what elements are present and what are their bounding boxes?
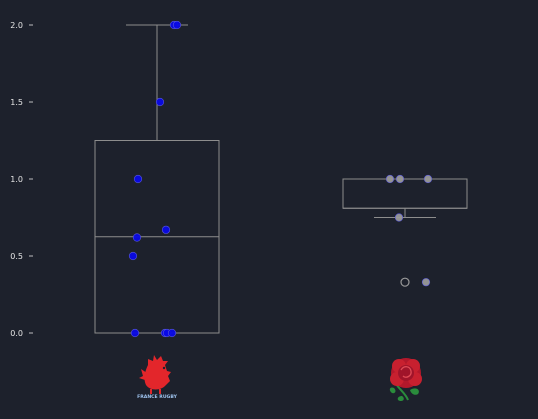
y-axis: 0.0 0.5 1.0 1.5 2.0 xyxy=(10,21,33,338)
team-logos: FRANCE RUGBY xyxy=(137,355,422,401)
y-tick-label: 1.0 xyxy=(10,175,23,184)
data-point xyxy=(395,174,405,184)
data-point xyxy=(155,97,165,107)
box-plot-area xyxy=(94,20,468,338)
data-point xyxy=(132,233,142,242)
y-tick-label: 0.5 xyxy=(10,252,23,261)
iqr-box xyxy=(342,178,468,209)
england-rose-logo xyxy=(389,358,422,401)
box-group-england xyxy=(342,174,468,287)
france-rugby-rooster-logo: FRANCE RUGBY xyxy=(137,355,178,400)
y-tick-label: 1.5 xyxy=(10,98,23,107)
box-group-france xyxy=(94,20,220,338)
outlier-marker xyxy=(400,277,410,287)
data-point xyxy=(172,20,182,30)
data-point xyxy=(394,213,404,222)
france-logo-text: FRANCE RUGBY xyxy=(137,394,177,400)
data-point xyxy=(167,328,177,338)
y-tick-label: 0.0 xyxy=(10,329,23,338)
data-point xyxy=(128,251,138,261)
data-point xyxy=(421,278,431,287)
data-point xyxy=(385,174,395,184)
data-point xyxy=(130,328,140,338)
y-tick-label: 2.0 xyxy=(10,21,23,30)
data-point xyxy=(423,174,433,184)
data-point xyxy=(161,225,171,234)
data-point xyxy=(133,174,143,184)
